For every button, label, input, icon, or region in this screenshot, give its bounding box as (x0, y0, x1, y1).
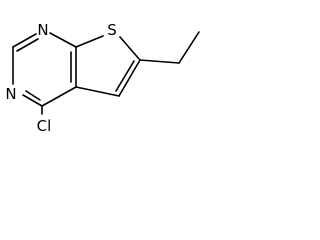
bond-ch2-ch3 (178, 31, 200, 64)
atom-label-n1: N (37, 21, 48, 39)
bond-c5-c4a (75, 86, 120, 97)
bond-c6-ch2 (139, 59, 180, 64)
bond-c6-c5-double (115, 60, 135, 92)
bond-c2-n1 (12, 33, 37, 48)
bond-c6-c5 (118, 59, 141, 97)
bond-c4-n3-double (25, 90, 41, 101)
bond-s-c6 (119, 36, 141, 61)
bond-c4a-c4 (41, 86, 77, 107)
structural-formula: N N S Cl (5, 21, 200, 135)
bond-c7a-s (75, 35, 104, 48)
atom-label-cl: Cl (37, 117, 52, 135)
bond-c2-n1-double (16, 38, 39, 52)
atom-label-s: S (107, 21, 117, 39)
atom-label-n3: N (5, 85, 16, 103)
bond-n1-c7a (49, 32, 77, 48)
bond-c4-n3 (22, 94, 43, 107)
